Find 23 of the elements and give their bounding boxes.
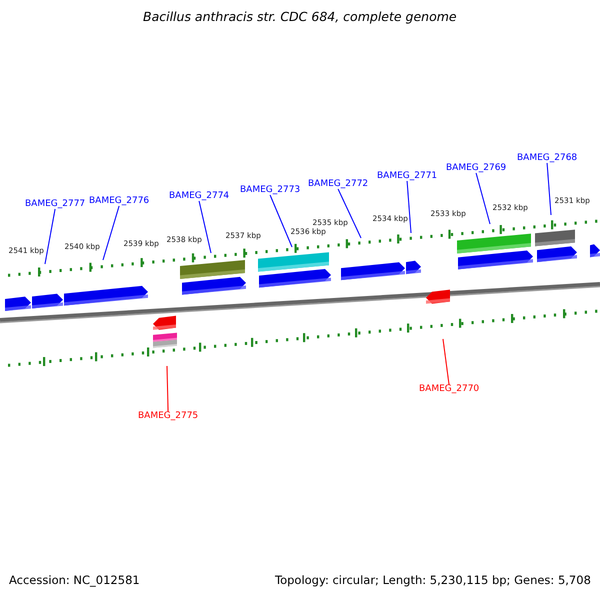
gene-label: BAMEG_2773 [240,186,300,195]
gene-label: BAMEG_2774 [169,192,230,201]
gene-label: BAMEG_2769 [446,164,506,173]
gene-label: BAMEG_2772 [308,180,368,189]
leader-line [198,200,212,254]
leader-line [476,172,490,224]
genome-info-text: Topology: circular; Length: 5,230,115 bp; Genes: 5,708 [275,575,591,586]
leader-line [102,206,120,260]
title: Bacillus anthracis str. CDC 684, complete genome [143,11,457,24]
leader-line [442,338,450,386]
leader-line [406,180,412,234]
gene-label: BAMEG_2770 [419,385,480,394]
gene-label: BAMEG_2771 [377,172,438,181]
gene-label: BAMEG_2775 [138,412,198,421]
accession-text: Accession: NC_012581 [9,575,140,586]
leader-line [546,162,552,216]
gene-label: BAMEG_2777 [25,200,86,209]
gene-label: BAMEG_2768 [517,154,578,163]
leader-line [270,194,292,248]
leader-line [44,208,56,264]
leader-line [166,366,169,412]
gene-label: BAMEG_2776 [89,197,150,206]
leader-line [338,188,362,238]
